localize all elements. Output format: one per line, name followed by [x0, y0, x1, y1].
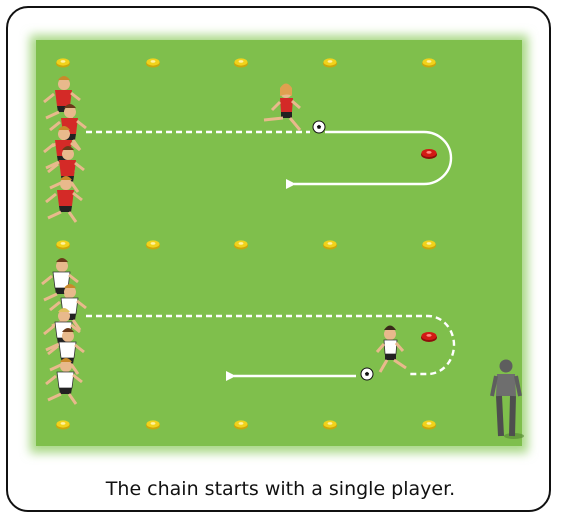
cone-icon [323, 58, 337, 67]
cone-icon [56, 58, 70, 67]
cone-icon [234, 58, 248, 67]
cone-icon [234, 240, 248, 249]
pitch [30, 35, 528, 453]
caption-text: The chain starts with a single player. [0, 478, 561, 500]
cone-icon [56, 240, 70, 249]
soccer-ball-icon [361, 368, 373, 380]
cone-icon [146, 420, 160, 429]
cone-icon [323, 240, 337, 249]
cone-icon [422, 240, 436, 249]
cone-icon [146, 240, 160, 249]
soccer-ball-icon [313, 121, 325, 133]
cone-icon [422, 420, 436, 429]
red-cone-icon [421, 149, 437, 159]
cone-icon [422, 58, 436, 67]
cone-icon [56, 420, 70, 429]
cone-icon [234, 420, 248, 429]
cone-icon [146, 58, 160, 67]
cone-icon [323, 420, 337, 429]
red-cone-icon [421, 332, 437, 342]
